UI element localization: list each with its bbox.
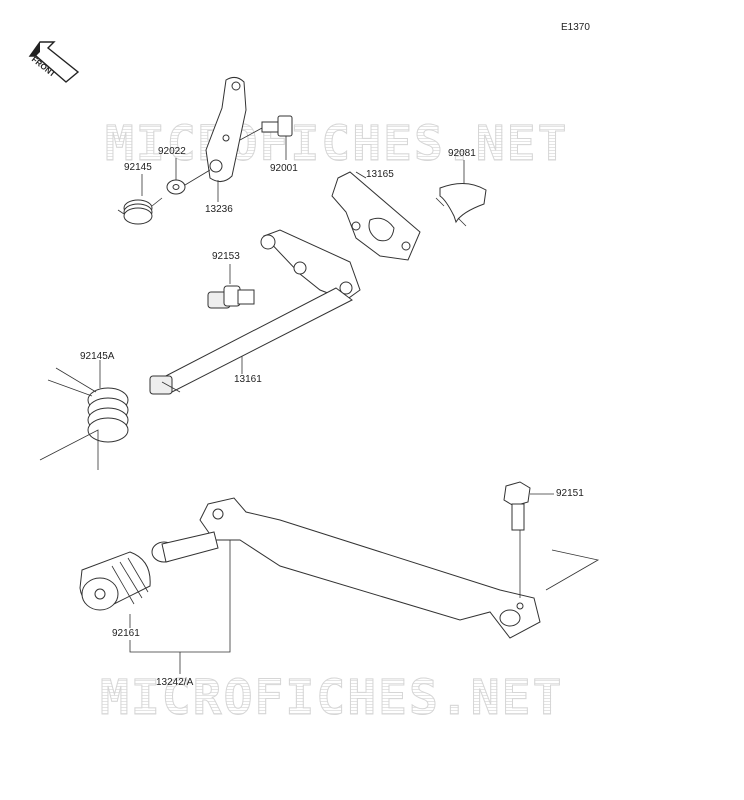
watermark-top: MICROFICHES.NET xyxy=(104,116,569,173)
clip-92081 xyxy=(435,183,487,227)
pin-92153 xyxy=(207,285,255,309)
part-label-92161: 92161 xyxy=(112,628,140,639)
part-label-92022: 92022 xyxy=(158,146,186,157)
bolt-92151 xyxy=(503,481,554,531)
diagram-code: E1370 xyxy=(561,22,590,33)
bolt-92001 xyxy=(239,115,293,141)
part-label-92145a: 92145A xyxy=(80,351,115,362)
shaft-13161 xyxy=(149,229,361,395)
watermark-bottom: MICROFICHES.NET xyxy=(99,670,564,727)
part-label-13236: 13236 xyxy=(205,204,233,215)
cam-plate-13165 xyxy=(331,171,421,261)
spring-92145 xyxy=(117,197,163,225)
part-label-92145: 92145 xyxy=(124,162,152,173)
part-label-13161: 13161 xyxy=(234,374,262,385)
part-label-92151: 92151 xyxy=(556,488,584,499)
shift-pedal-13242a xyxy=(151,497,541,639)
part-label-92001: 92001 xyxy=(270,163,298,174)
part-label-92081: 92081 xyxy=(448,148,476,159)
washer-92022 xyxy=(166,179,186,195)
part-label-13242a: 13242/A xyxy=(156,677,194,688)
front-arrow-icon xyxy=(28,41,80,83)
part-label-13165: 13165 xyxy=(366,169,394,180)
rubber-92161 xyxy=(79,551,151,611)
part-label-92153: 92153 xyxy=(212,251,240,262)
plate-13236 xyxy=(205,76,247,182)
spring-92145a xyxy=(47,360,129,443)
